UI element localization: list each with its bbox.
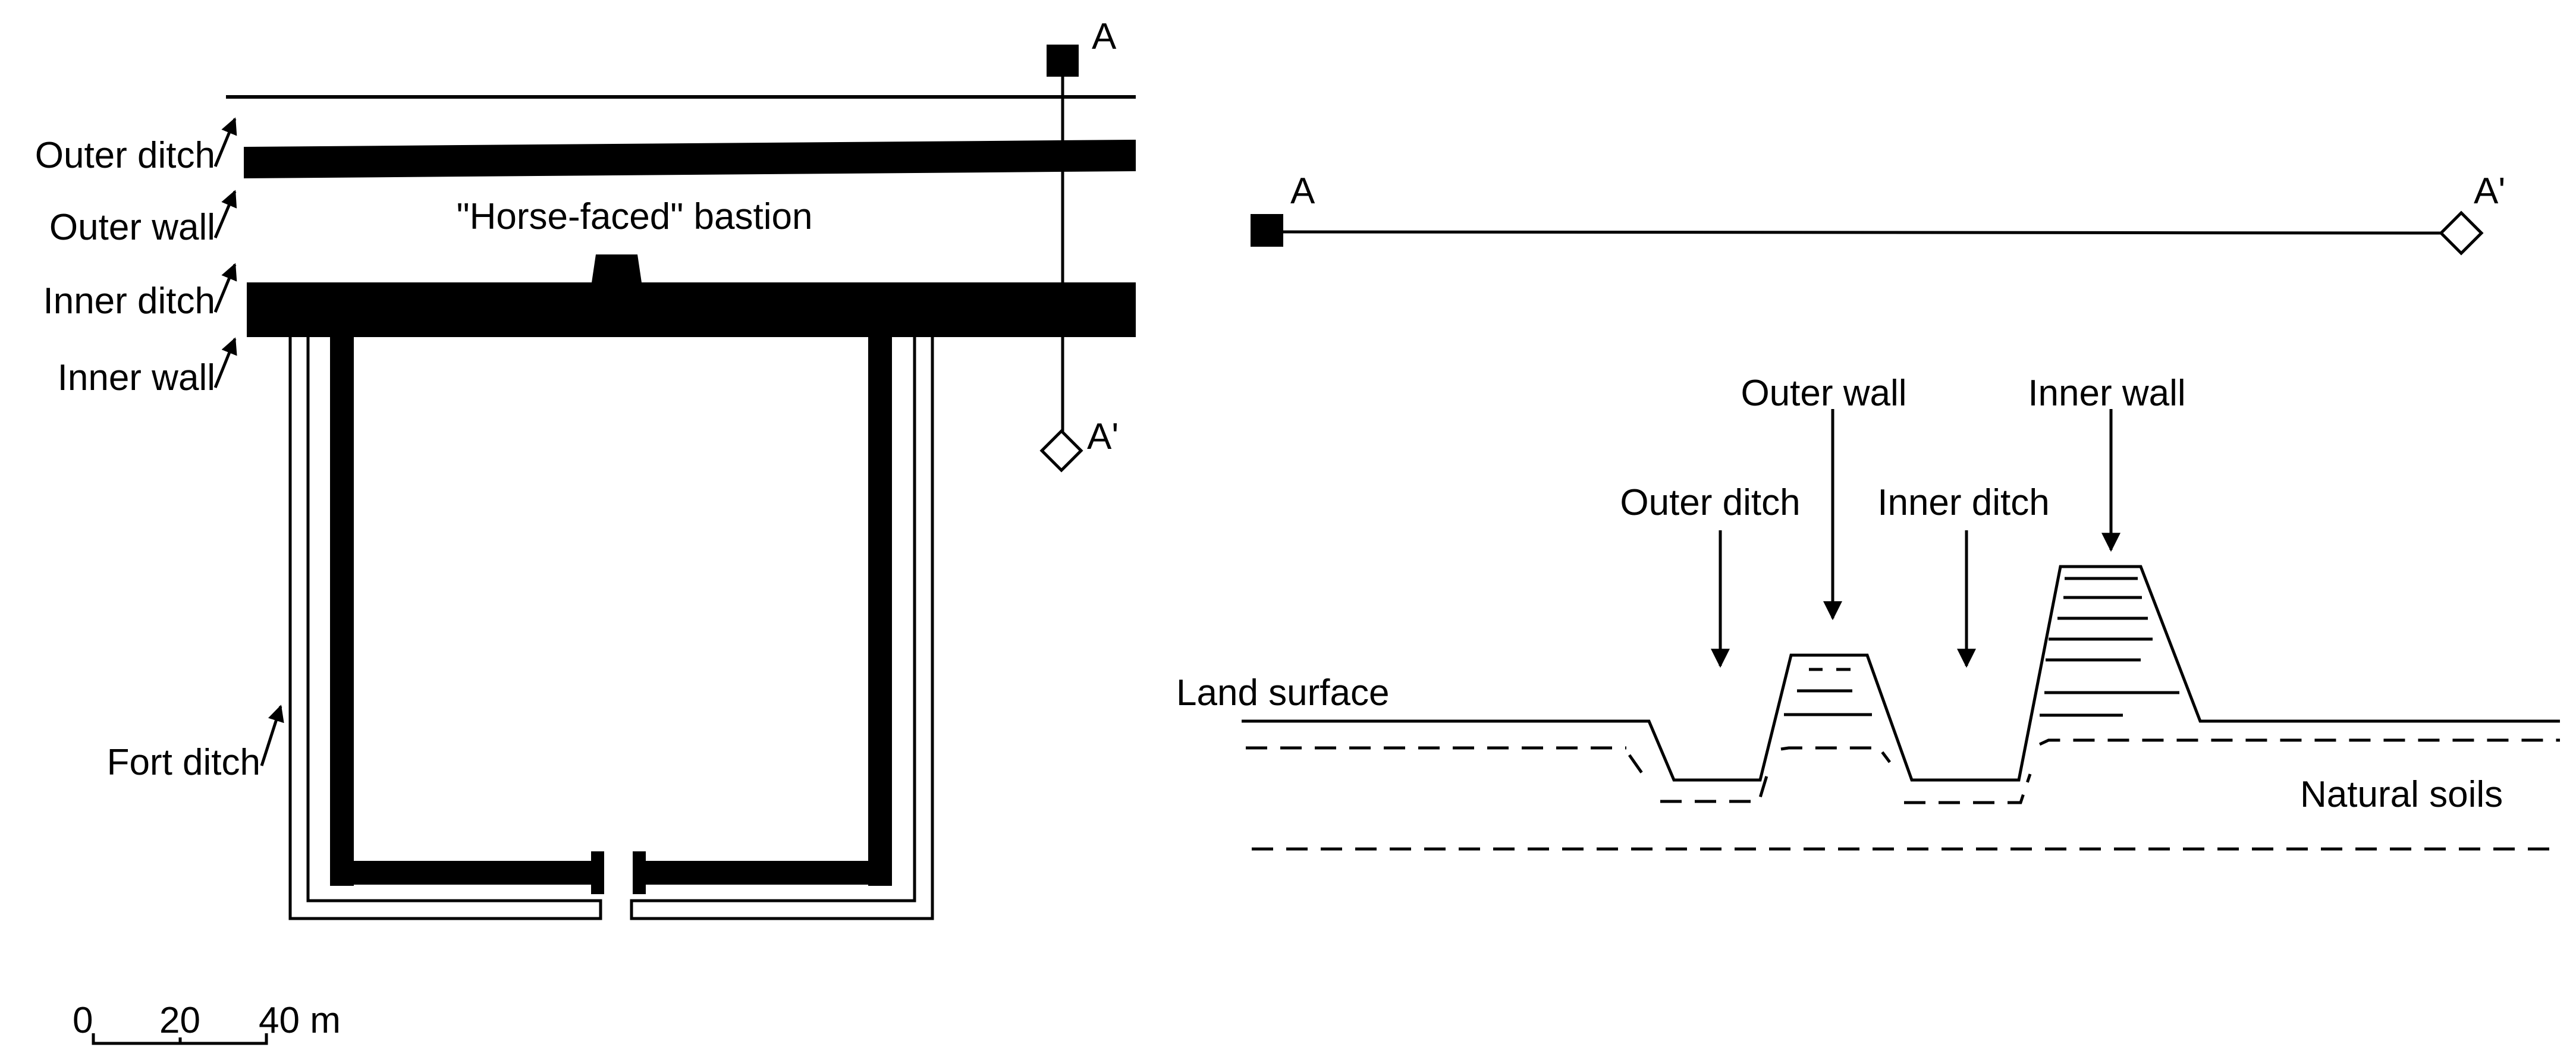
plan-outer-wall-label: Outer wall [49,207,215,248]
profile-inner-wall-label: Inner wall [2028,373,2185,414]
profile-marker-a-prime-label: A' [2474,171,2505,212]
outer-wall-layers [1784,668,1872,716]
soil-strata-dashed [1246,738,2560,851]
scale-tick-0: 0 [73,1000,93,1041]
profile-natural-soils-label: Natural soils [2300,774,2503,815]
inner-wall-layers [2040,577,2179,717]
ground-profile-line [1242,565,2560,782]
horse-faced-bastion [591,254,642,287]
outer-wall-band [244,140,1136,178]
scale-bar: 0 20 40 m [73,1000,341,1045]
profile-outer-ditch-label: Outer ditch [1620,482,1800,523]
plan-fort-ditch-label: Fort ditch [107,742,260,783]
plan-view: A A' Outer ditch Outer wall Inner ditch … [35,16,1136,920]
plan-marker-a-prime-label: A' [1087,416,1119,457]
profile-marker-a-square [1251,214,1283,247]
fort-wall-left [330,333,354,886]
inner-wall-band [247,282,1136,337]
scale-bar-line [92,1033,268,1045]
scale-tick-20: 20 [159,1000,200,1041]
plan-marker-a-label: A [1092,16,1117,57]
profile-section-line [1281,230,2445,235]
profile-marker-a-label: A [1290,171,1315,212]
plan-marker-a-prime-diamond [1039,429,1083,473]
profile-view: A A' [1176,171,2560,851]
plan-bastion-label: "Horse-faced" bastion [457,196,813,237]
plan-outer-ditch-label: Outer ditch [35,135,215,176]
profile-land-surface-label: Land surface [1176,672,1389,713]
profile-marker-a-prime-diamond [2439,210,2484,256]
profile-inner-ditch-label: Inner ditch [1877,482,2050,523]
profile-outer-wall-label: Outer wall [1741,373,1906,414]
profile-feature-arrows [1711,409,2121,668]
plan-marker-a-square [1047,45,1079,77]
fort-wall-bottom-left [330,861,595,885]
gate-post-left [591,851,604,894]
fort-ditch [288,337,934,920]
plan-inner-wall-label: Inner wall [58,357,215,398]
fort-wall-right [868,333,892,886]
plan-inner-ditch-label: Inner ditch [43,281,215,322]
plan-label-arrows [213,117,284,766]
fort-wall-bottom-right [643,861,892,885]
scale-tick-40m: 40 m [259,1000,341,1041]
gate-post-right [633,851,646,894]
